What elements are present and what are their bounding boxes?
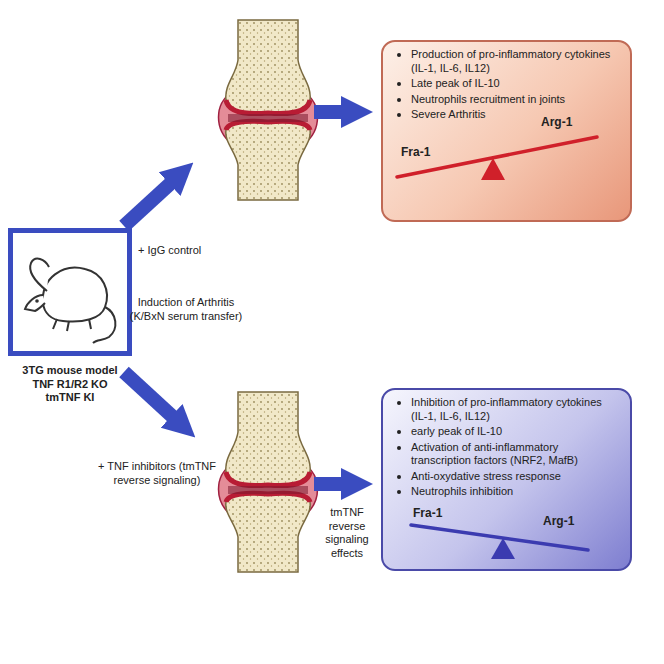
mouse-body [43,268,107,322]
bullet-dot [397,446,401,450]
fulcrum [481,158,505,180]
bullet-dot [397,475,401,479]
bullet-dot [397,490,401,494]
seesaw-beam [397,137,597,177]
mouse-frame [8,228,132,356]
bullet-list: Inhibition of pro-inflammatory cytokines… [395,396,620,499]
flow-arrow [124,372,174,418]
model-label: 3TG mouse model TNF R1/R2 KO tmTNF KI [16,364,124,405]
bullet-item: Neutrophils recruitment in joints [395,93,620,107]
bullet-item: Neutrophils inhibition [395,485,620,499]
balance-label: Fra-1 [413,507,442,521]
outcome-box: Production of pro-inflammatory cytokines… [381,40,632,222]
bullet-list: Production of pro-inflammatory cytokines… [395,48,620,122]
bullet-dot [397,113,401,117]
bullet-item: Late peak of IL-10 [395,77,620,91]
mouse-eye [35,299,39,303]
annotation: + IgG control [138,244,228,258]
bullet-dot [397,82,401,86]
annotation: tmTNF reverse signaling effects [318,506,376,560]
bullet-dot [397,430,401,434]
bullet-item: Severe Arthritis [395,108,620,122]
bullet-item: Production of pro-inflammatory cytokines… [395,48,620,75]
bullet-item: Anti-oxydative stress response [395,470,620,484]
mouse-ear [30,259,49,291]
mouse-head [25,295,45,311]
bullet-item: Inhibition of pro-inflammatory cytokines… [395,396,620,423]
mouse-tail [93,307,115,343]
fulcrum [491,538,515,559]
balance-label: Arg-1 [541,116,572,130]
mouse-icon [13,233,127,351]
seesaw-beam [411,525,588,550]
bullet-dot [397,98,401,102]
bullet-dot [397,53,401,57]
flow-arrow [124,182,172,226]
annotation: + TNF inhibitors (tmTNF reverse signalin… [90,460,224,487]
joint-illustration [219,20,318,200]
flow-arrow [314,105,344,119]
outcome-box: Inhibition of pro-inflammatory cytokines… [381,388,632,571]
balance-label: Fra-1 [401,146,430,160]
flow-arrow [314,477,344,491]
annotation: Induction of Arthritis (K/BxN serum tran… [120,296,252,323]
mouse-legs [53,319,91,331]
joint-illustration [219,392,318,572]
bullet-item: Activation of anti-inflammatory transcri… [395,441,620,468]
bullet-item: early peak of IL-10 [395,425,620,439]
bullet-dot [397,401,401,405]
balance-label: Arg-1 [543,515,574,529]
